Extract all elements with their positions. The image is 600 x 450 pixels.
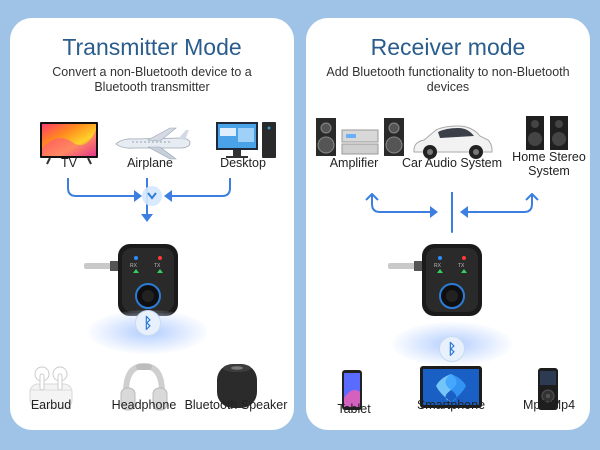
output-label-earbud: Earbud <box>30 398 72 412</box>
source-label-mp3: Mp3/Mp4 <box>522 398 576 412</box>
airplane-icon <box>115 127 191 160</box>
led-label-tx: TX <box>154 263 161 269</box>
transmitter-panel: Transmitter Mode Convert a non-Bluetooth… <box>10 18 294 430</box>
tv-icon <box>40 122 98 165</box>
tablet-icon <box>342 370 362 410</box>
bluetooth-adapter <box>84 244 178 316</box>
smartphone-icon <box>420 366 482 408</box>
output-label-car: Car Audio System <box>402 156 503 170</box>
output-label-home-stereo: Home Stereo System <box>512 150 586 178</box>
source-label-airplane: Airplane <box>127 156 173 170</box>
panel-subtitle: Convert a non-Bluetooth device to a Blue… <box>52 65 252 94</box>
car-icon <box>413 125 493 159</box>
mp3-player-icon <box>538 368 558 410</box>
bluetooth-icon: ᛒ <box>135 310 161 336</box>
output-label-speaker: Bluetooth Speaker <box>184 398 288 412</box>
bluetooth-adapter <box>388 244 482 316</box>
speaker-icon <box>217 364 257 408</box>
receiver-panel: Receiver mode Add Bluetooth functionalit… <box>306 18 590 430</box>
led-label-rx: RX <box>434 263 441 269</box>
home-stereo-icon <box>526 116 568 150</box>
output-label-amplifier: Amplifier <box>329 156 379 170</box>
amplifier-icon <box>316 118 404 156</box>
panel-subtitle: Add Bluetooth functionality to non-Bluet… <box>326 65 570 94</box>
source-label-smartphone: Smartphone <box>416 398 486 412</box>
earbud-icon <box>29 366 73 409</box>
output-label-headphone: Headphone <box>111 398 177 412</box>
panel-title: Receiver mode <box>370 34 526 60</box>
desktop-icon <box>216 122 276 158</box>
source-label-tablet: Tablet <box>337 402 371 416</box>
bluetooth-icon: ᛒ <box>439 336 465 362</box>
flow-arrows <box>365 192 539 233</box>
source-label-desktop: Desktop <box>220 156 266 170</box>
panel-title: Transmitter Mode <box>62 34 242 60</box>
source-label-tv: TV <box>61 156 77 170</box>
headphone-icon <box>120 362 168 411</box>
led-label-rx: RX <box>130 263 137 269</box>
led-label-tx: TX <box>458 263 465 269</box>
flow-arrows <box>67 178 231 222</box>
